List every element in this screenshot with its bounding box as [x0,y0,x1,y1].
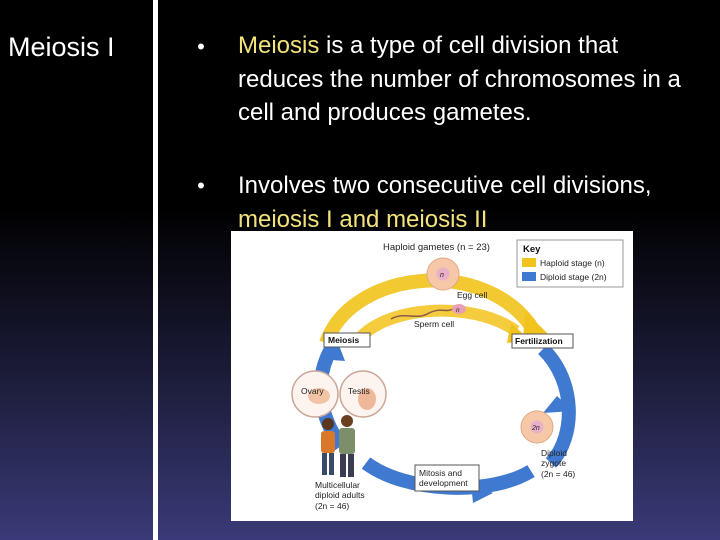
key-diploid-swatch [522,272,536,281]
testis-organ [358,388,376,410]
zygote-nucleus [530,420,544,434]
meiosis-label: Meiosis [328,335,359,345]
meiosis-box [323,332,371,348]
ovary-organ [308,388,330,404]
adults-label-3: (2n = 46) [315,501,349,511]
mitosis-box [414,464,480,492]
key-haploid-swatch [522,258,536,267]
sperm-head [452,304,466,314]
diploid-arrowhead-left [319,335,345,361]
egg-n-label: n [440,272,444,279]
diploid-arrowhead-zygote [543,396,573,413]
bullet-marker-2: • [197,173,205,198]
bullet-marker-1: • [197,34,205,59]
bullet-1-body: is a type of cell division that reduces … [238,32,681,126]
bullet-1-highlight: Meiosis [238,32,320,59]
life-cycle-figure: Haploid gametes (n = 23) Key Haploid sta… [231,231,633,521]
ovary-label: Ovary [301,386,324,396]
diploid-zygote-label-3: (2n = 46) [541,469,575,479]
mitosis-label-2: development [419,478,468,488]
sperm-cell-label: Sperm cell [414,319,454,329]
adults-label-1: Multicellular [315,480,360,490]
sperm-n-label: n [456,307,460,314]
slide-title: Meiosis I [8,32,115,62]
testis-label: Testis [348,386,370,396]
fertilization-label: Fertilization [515,336,563,346]
diploid-zygote-label-2: zygote [541,458,566,468]
mitosis-label-1: Mitosis and [419,468,462,478]
sperm-tail [390,308,454,320]
bullet-text-1: Meiosis is a type of cell division that … [238,29,708,130]
key-haploid-label: Haploid stage (n) [540,258,605,268]
zygote-2n-label: 2n [531,425,540,432]
adults-label-2: diploid adults [315,490,365,500]
diploid-zygote-label-1: Diploid [541,448,567,458]
egg-cell-nucleus [436,267,450,281]
bullet-2-highlight: meiosis I and meiosis II [238,205,488,233]
fertilization-box [511,333,574,349]
key-title: Key [523,244,541,255]
key-diploid-label: Diploid stage (2n) [540,272,607,282]
man-figure [339,415,355,477]
egg-cell-label: Egg cell [457,290,487,300]
haploid-arc-outer [319,273,537,346]
life-cycle-diagram: Haploid gametes (n = 23) Key Haploid sta… [291,239,624,511]
haploid-arc-inner [351,304,520,347]
woman-figure [321,418,335,475]
bullet-text-2: Involves two consecutive cell divisions,… [238,169,708,236]
bullet-2-body: Involves two consecutive cell divisions, [238,172,652,199]
haploid-gametes-label: Haploid gametes (n = 23) [383,242,490,253]
title-divider [153,0,158,540]
